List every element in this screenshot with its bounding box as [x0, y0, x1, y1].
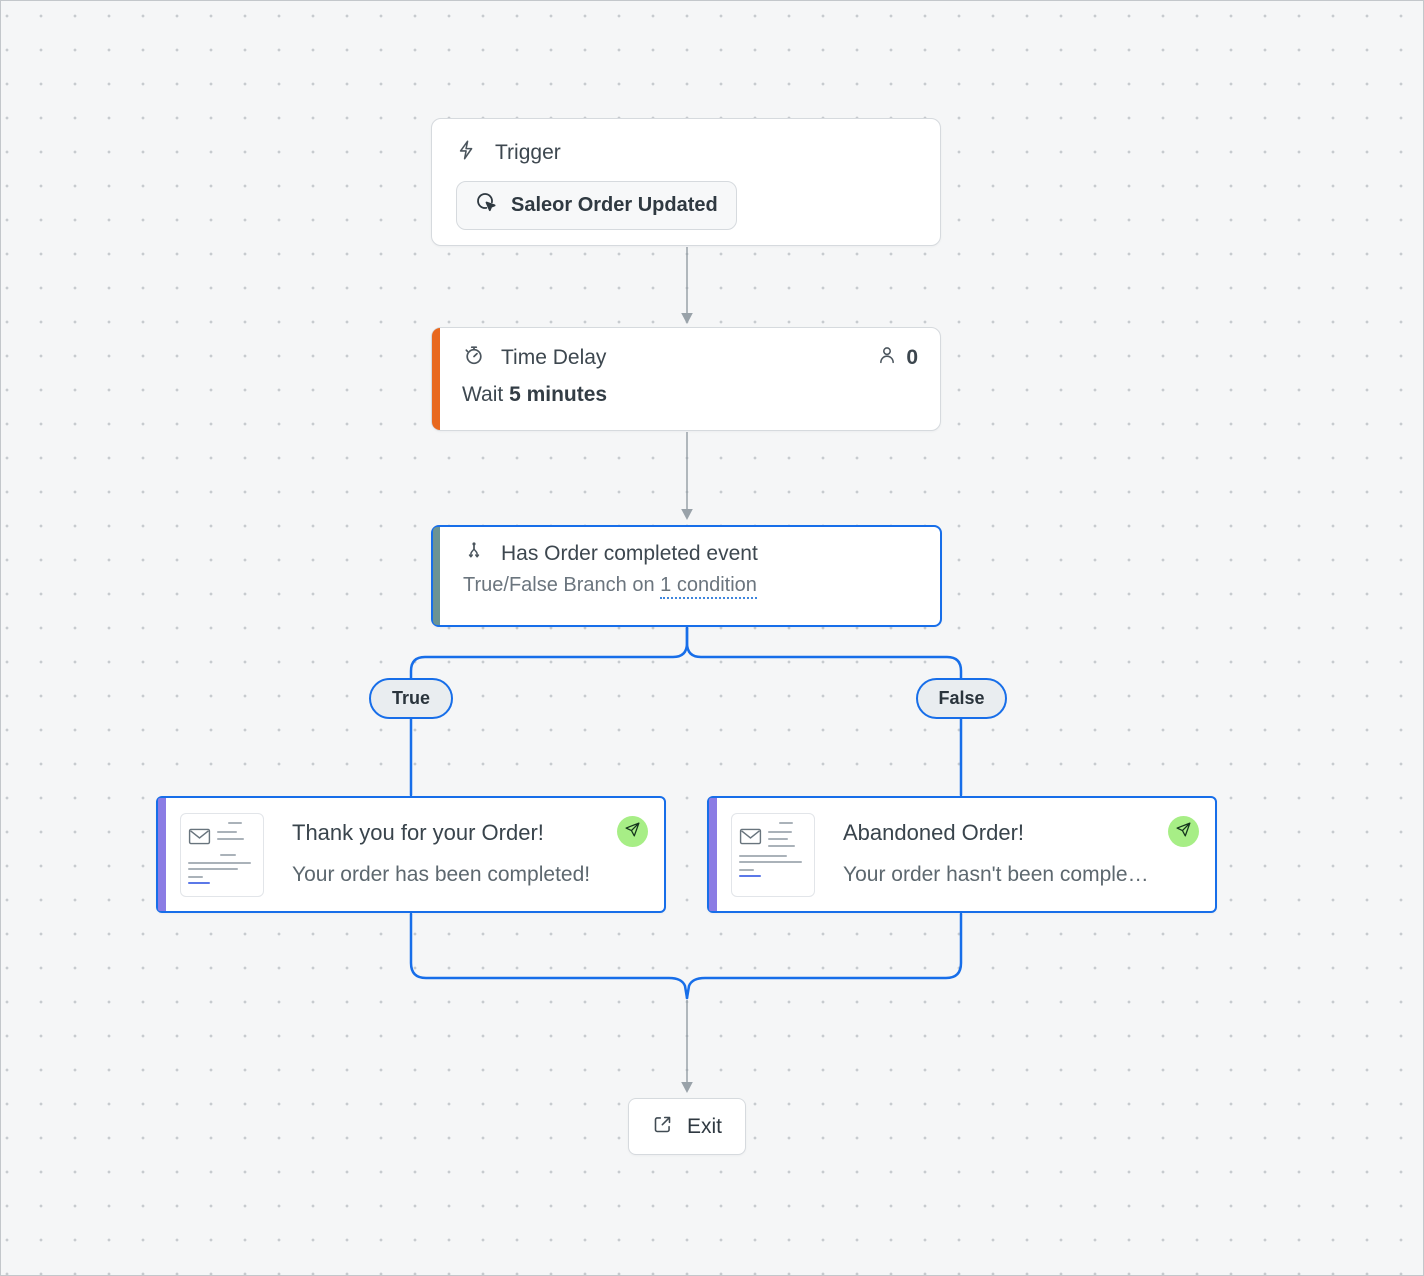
trigger-event-label: Saleor Order Updated [511, 194, 718, 216]
edge-branch-true [409, 626, 689, 797]
envelope-icon [188, 828, 211, 850]
email-accent-bar [158, 798, 166, 911]
branch-pill-true: True [369, 678, 453, 719]
email-title: Thank you for your Order! [292, 820, 544, 845]
cursor-click-icon [475, 191, 499, 220]
branch-true-label: True [391, 688, 430, 708]
email-preview-thumbnail [180, 812, 264, 897]
condition-count-link[interactable]: 1 condition [660, 574, 757, 599]
edge-merge-true [409, 912, 689, 1000]
delay-title: Time Delay [501, 345, 607, 369]
email-node-false[interactable]: Abandoned Order! Your order hasn't been … [707, 796, 1217, 913]
delay-wait-value: 5 minutes [509, 383, 608, 406]
delay-description: Wait 5 minutes [462, 383, 608, 406]
trigger-event-button[interactable]: Saleor Order Updated [456, 181, 737, 230]
arrowhead-icon [681, 1082, 693, 1093]
lightning-bolt-icon [456, 139, 478, 166]
edge-merge-false [685, 912, 963, 1000]
condition-subtitle: True/False Branch on 1 condition [463, 574, 920, 599]
email-subtitle: Your order hasn't been comple… [843, 863, 1149, 886]
trigger-title: Trigger [495, 140, 561, 164]
email-accent-bar [709, 798, 717, 911]
arrowhead-icon [681, 509, 693, 520]
condition-title: Has Order completed event [501, 541, 758, 565]
email-title: Abandoned Order! [843, 820, 1025, 845]
branch-split-icon [463, 540, 485, 567]
time-delay-node[interactable]: Time Delay 0 Wait 5 minutes [431, 327, 941, 431]
sent-status-badge [1168, 816, 1199, 847]
edge-branch-false [685, 626, 963, 797]
stopwatch-icon [462, 343, 486, 372]
trigger-node[interactable]: Trigger Saleor Order Updated [431, 118, 941, 246]
external-link-icon [652, 1114, 673, 1140]
branch-pill-false: False [916, 678, 1007, 719]
paper-plane-icon [624, 821, 641, 843]
exit-label: Exit [686, 1114, 722, 1138]
exit-node[interactable]: Exit [628, 1098, 746, 1155]
condition-node[interactable]: Has Order completed event True/False Bra… [431, 525, 942, 627]
paper-plane-icon [1175, 821, 1192, 843]
email-preview-thumbnail [731, 812, 815, 897]
contact-count: 0 [876, 344, 918, 371]
sent-status-badge [617, 816, 648, 847]
arrowhead-icon [681, 313, 693, 324]
person-icon [876, 344, 898, 371]
condition-accent-bar [433, 527, 440, 625]
contact-count-value: 0 [906, 345, 918, 369]
branch-false-label: False [938, 688, 985, 708]
email-node-true[interactable]: Thank you for your Order! Your order has… [156, 796, 666, 913]
envelope-icon [739, 828, 762, 850]
delay-accent-bar [432, 328, 440, 430]
email-subtitle: Your order has been completed! [292, 863, 591, 886]
